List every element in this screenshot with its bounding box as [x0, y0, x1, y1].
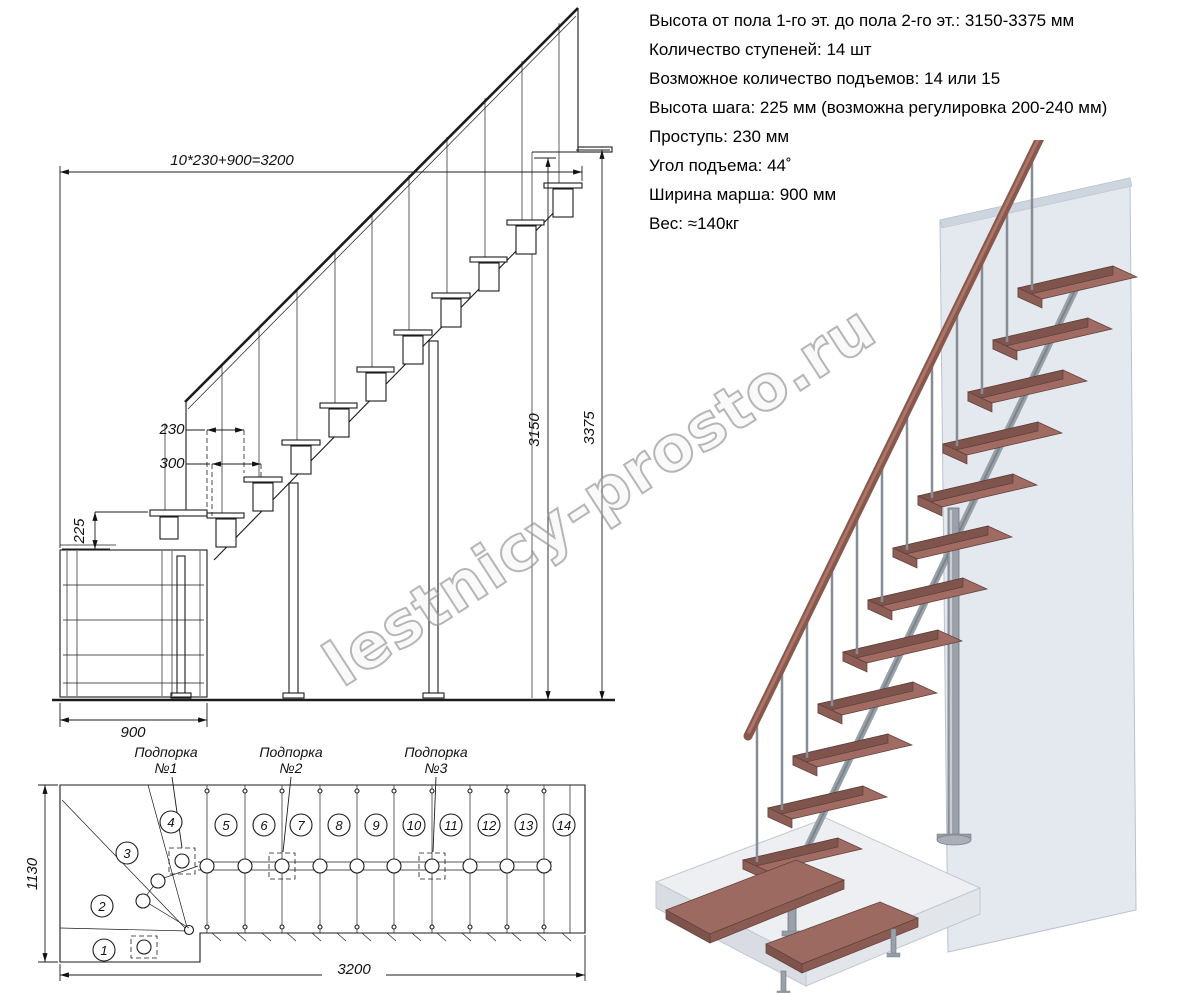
step-number-10: 10 [407, 818, 422, 833]
plan-tread-dividers [206, 785, 571, 933]
step-number-3: 3 [123, 846, 131, 861]
plan-outline [59, 784, 586, 963]
winder-treads [665, 859, 919, 974]
dim-total-height-label: 3375 [581, 411, 598, 445]
plan-edge-hatching [211, 932, 572, 942]
central-column [936, 507, 972, 846]
support3-number: №3 [425, 760, 448, 776]
support1-label: Подпорка [134, 744, 198, 760]
step-number-13: 13 [519, 818, 534, 833]
plan-support-labels: Подпорка №1 Подпорка №2 Подпорка №3 [134, 744, 468, 853]
wall-panel [939, 177, 1137, 953]
support1-number: №1 [155, 760, 178, 776]
spec-weight: Вес: ≈140кг [649, 214, 740, 233]
support2-label: Подпорка [259, 744, 323, 760]
spec-floor-height: Высота от пола 1-го эт. до пола 2-го эт.… [649, 11, 1075, 30]
spec-step-height: Высота шага: 225 мм (возможна регулировк… [649, 98, 1108, 117]
side-lower-platform [59, 423, 208, 698]
wood-treads [741, 265, 1139, 881]
dim-floor-height-label: 3150 [526, 413, 543, 447]
dim-module-label: 300 [159, 455, 185, 472]
dim-text-underlay [322, 962, 386, 977]
plan-fastener-marks [204, 788, 547, 930]
step-number-11: 11 [444, 818, 458, 833]
dim-march-label: 900 [120, 724, 146, 741]
support3-label: Подпорка [404, 744, 468, 760]
step-number-2: 2 [97, 899, 106, 914]
handrail [743, 140, 1045, 741]
step-number-1: 1 [100, 943, 107, 958]
technical-drawing-svg: 10*230+900=3200 900 3150 3375 230 [24, 7, 615, 981]
render-3d [654, 140, 1139, 993]
spec-march-width: Ширина марша: 900 мм [649, 185, 837, 204]
spec-steps-count: Количество ступеней: 14 шт [649, 40, 872, 59]
step-number-4: 4 [167, 815, 174, 830]
dim-tread-depth-label: 230 [158, 421, 185, 438]
plan-module-chain [135, 853, 552, 929]
side-modules [215, 188, 574, 548]
plan-view: Подпорка №1 Подпорка №2 Подпорка №3 1 2 … [24, 744, 586, 981]
balusters [755, 148, 1034, 862]
dim-plan-length-label: 3200 [337, 961, 371, 978]
plan-winder-lines [59, 784, 195, 936]
plan-step-numbers: 1 2 3 4 5 6 7 8 9 10 11 12 13 14 [90, 810, 576, 962]
spec-rises-count: Возможное количество подъемов: 14 или 15 [649, 69, 1001, 88]
spec-angle: Угол подъема: 44˚ [649, 156, 792, 175]
step-number-5: 5 [222, 818, 230, 833]
side-elevation-view: 10*230+900=3200 900 3150 3375 230 [52, 7, 615, 741]
specifications-block: Высота от пола 1-го эт. до пола 2-го эт.… [649, 6, 1189, 238]
support2-number: №2 [280, 760, 303, 776]
step-number-14: 14 [557, 818, 571, 833]
dim-plan-width-label: 1130 [24, 857, 41, 890]
dim-top-label: 10*230+900=3200 [170, 152, 294, 169]
step-number-8: 8 [335, 818, 343, 833]
side-railing [184, 7, 579, 513]
dim-rise-label: 225 [71, 518, 88, 545]
step-number-9: 9 [372, 818, 379, 833]
step-number-6: 6 [260, 818, 268, 833]
side-dimensions: 10*230+900=3200 900 3150 3375 230 [59, 149, 610, 741]
side-treads [206, 182, 583, 519]
plan-dimensions: 1130 3200 [24, 784, 586, 981]
step-number-7: 7 [297, 818, 305, 833]
side-support-columns [170, 340, 445, 699]
landing-edge [577, 146, 613, 153]
step-number-12: 12 [482, 818, 497, 833]
spec-tread: Проступь: 230 мм [649, 127, 790, 146]
bottom-step-legs [776, 928, 901, 993]
